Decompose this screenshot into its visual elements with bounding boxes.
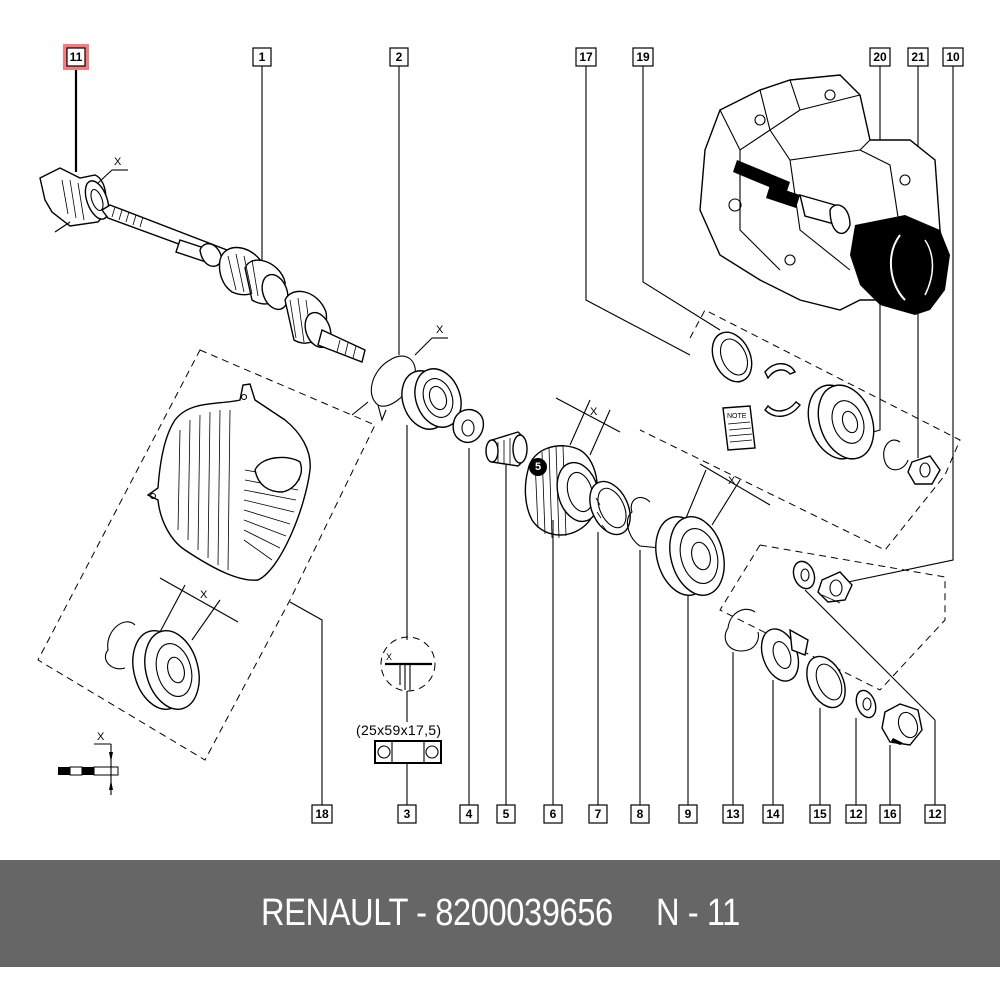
svg-text:NOTE: NOTE [727,413,747,420]
svg-text:16: 16 [883,807,897,821]
leader-17 [585,66,691,356]
svg-text:X: X [590,406,598,418]
svg-text:13: 13 [726,807,740,821]
leader-12-right [804,589,936,721]
svg-text:X: X [728,475,736,487]
dimension-x-part-2: X [351,324,448,416]
svg-text:X: X [97,731,105,743]
part-19-half-rings [764,363,801,417]
svg-text:6: 6 [550,807,557,821]
kit-boundary-left [37,349,376,761]
svg-text:12: 12 [928,807,942,821]
callout-21[interactable]: 21 [907,47,929,67]
leader-10 [847,66,954,583]
svg-text:14: 14 [766,807,780,821]
callout-6[interactable]: 6 [543,804,563,824]
callout-1[interactable]: 1 [252,47,272,67]
svg-text:X: X [386,652,392,662]
svg-text:8: 8 [637,807,644,821]
part-16-nut [881,703,923,746]
part-20-synchro-assembly [807,384,875,460]
dimension-x-part-6: X [555,397,621,456]
part-4-washer [452,408,485,444]
svg-text:17: 17 [579,50,593,64]
svg-text:19: 19 [636,50,650,64]
svg-text:18: 18 [315,807,329,821]
callout-12-left[interactable]: 12 [845,804,867,824]
part-11-coupling [39,167,110,227]
part-7-synchro-ring [589,480,631,536]
svg-text:5: 5 [503,807,510,821]
part-17-synchro-ring [711,331,753,383]
callout-3[interactable]: 3 [397,804,417,824]
part-5-needle-bearing [485,431,528,467]
footer-part-info: RENAULT - 8200039656 N - 11 [260,892,740,934]
part-8-spring [626,497,661,549]
callout-5[interactable]: 5 [496,804,516,824]
svg-text:7: 7 [595,807,602,821]
leader-19 [642,66,721,331]
footer-banner: RENAULT - 8200039656 N - 11 [0,860,1000,967]
callout-19[interactable]: 19 [632,47,654,67]
part-13-spring [724,608,759,652]
dimension-x-part-11: X [54,156,128,233]
part-9-synchro-hub [655,516,725,596]
part-12-lock-washer-lower [855,689,877,719]
dimension-x-part-9: X [685,463,771,526]
svg-text:X: X [200,589,208,601]
callout-7[interactable]: 7 [588,804,608,824]
callout-15[interactable]: 15 [809,804,831,824]
leader-18 [289,601,323,805]
kit-boundary-upper [639,309,961,551]
svg-text:10: 10 [946,50,960,64]
bearing-seal-symbol [374,740,442,764]
svg-text:2: 2 [396,50,403,64]
callout-12-right[interactable]: 12 [924,804,946,824]
part-12-lock-washer-upper [792,560,816,590]
part-10-nut [817,571,853,604]
svg-text:3: 3 [404,807,411,821]
part-18-synchro-hub [104,621,200,710]
part-2-circlip [370,355,416,422]
part-1-primary-shaft [100,204,366,363]
svg-text:1: 1 [259,50,266,64]
note-document: NOTE [722,405,756,451]
part-21-circlip [883,439,909,471]
svg-text:20: 20 [873,50,887,64]
bearing-detail-circle: X [380,636,436,692]
svg-text:X: X [436,324,444,336]
svg-text:15: 15 [813,807,827,821]
scale-symbol: X [58,731,119,795]
part-3-bearing [401,368,462,430]
callout-17[interactable]: 17 [575,47,597,67]
svg-text:5: 5 [535,461,541,473]
svg-text:9: 9 [685,807,692,821]
bearing-dimensions-label: (25x59x17,5) [356,722,442,738]
callout-14[interactable]: 14 [762,804,784,824]
svg-text:X: X [114,156,122,168]
dimension-x-part-18: X [159,577,239,641]
svg-text:4: 4 [466,807,473,821]
callout-8[interactable]: 8 [630,804,650,824]
callout-13[interactable]: 13 [722,804,744,824]
exploded-parts-diagram: 11 1 2 17 19 20 21 10 [37,44,964,824]
part-15-synchro-ring [806,655,846,709]
callout-11[interactable]: 11 [63,44,89,70]
badge-5: 5 [529,458,547,476]
part-18-housing-cover [146,383,311,581]
callout-4[interactable]: 4 [459,804,479,824]
callout-10[interactable]: 10 [942,47,964,67]
part-nut-upper [907,455,941,485]
gearbox-assembly-illustration [699,74,950,315]
svg-text:11: 11 [70,50,83,64]
callout-20[interactable]: 20 [869,47,891,67]
callout-16[interactable]: 16 [879,804,901,824]
svg-text:21: 21 [911,50,925,64]
callout-18[interactable]: 18 [311,804,333,824]
part-14-sleeve [760,628,809,682]
callout-9[interactable]: 9 [678,804,698,824]
callout-2[interactable]: 2 [389,47,409,67]
svg-text:12: 12 [849,807,863,821]
